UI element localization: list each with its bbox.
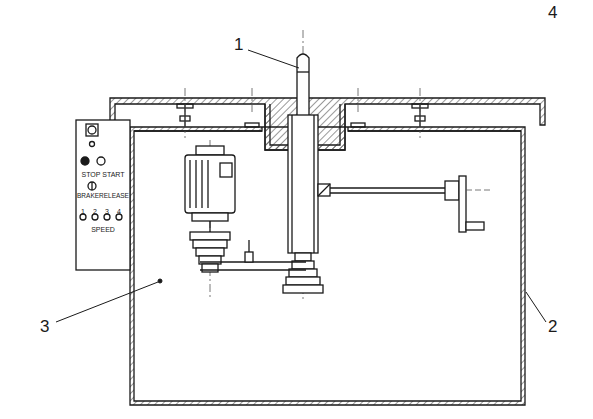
spindle [297, 54, 309, 115]
callout-number: 1 [234, 36, 243, 53]
leader-lines [56, 50, 546, 322]
motor-pulley [190, 232, 230, 272]
spindle-housing [288, 115, 318, 253]
handwheel [318, 176, 490, 232]
panel-label: BRAKERELEASE [77, 193, 129, 200]
speed-number: 3 [105, 208, 109, 215]
control-panel-outline [76, 120, 130, 270]
motor [185, 146, 235, 232]
speed-number: 1 [81, 208, 85, 215]
speed-number: 4 [117, 208, 121, 215]
table-top [110, 98, 545, 150]
panel-label: SPEED [91, 226, 115, 233]
panel-label: STOP START [81, 171, 124, 178]
speed-number: 2 [93, 208, 97, 215]
spindle-pulley [283, 253, 323, 293]
belt [200, 240, 306, 270]
control-panel: STOP START BRAKERELEASE 1 2 3 4SPEED [76, 120, 130, 270]
callout-number: 4 [548, 4, 557, 21]
cabinet [130, 127, 525, 405]
callout-number: 3 [40, 318, 49, 335]
callout-number: 2 [548, 318, 557, 335]
